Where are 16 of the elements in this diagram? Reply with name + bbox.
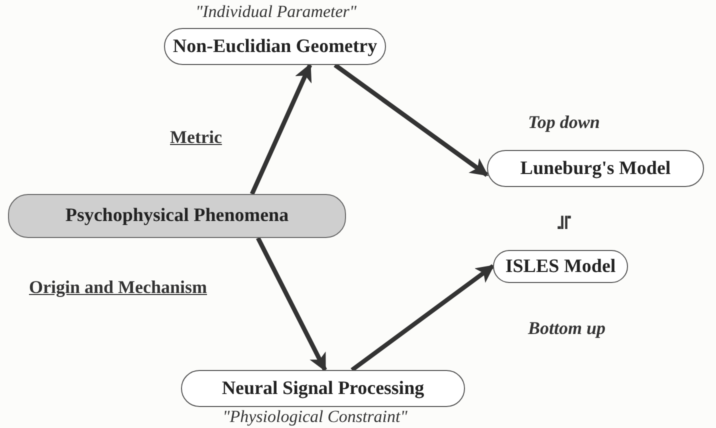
node-caption: "Individual Parameter" [195, 2, 357, 22]
arrow [334, 63, 488, 177]
text-label: Top down [528, 112, 600, 133]
arrow [256, 236, 327, 372]
rounded-box: ISLES Model [493, 250, 628, 283]
node-caption: "Physiological Constraint" [222, 407, 408, 427]
text-label: Bottom up [528, 318, 606, 339]
arrow [250, 63, 312, 195]
rounded-box: Non-Euclidian Geometry [164, 28, 386, 65]
approx-equal-sign: ≒ [552, 214, 576, 231]
arrow [350, 264, 494, 372]
rounded-box: Luneburg's Model [487, 150, 704, 187]
text-label: Origin and Mechanism [29, 277, 208, 298]
rounded-box: Psychophysical Phenomena [8, 194, 346, 238]
rounded-box: Neural Signal Processing [181, 370, 465, 407]
text-label: Metric [170, 127, 222, 148]
